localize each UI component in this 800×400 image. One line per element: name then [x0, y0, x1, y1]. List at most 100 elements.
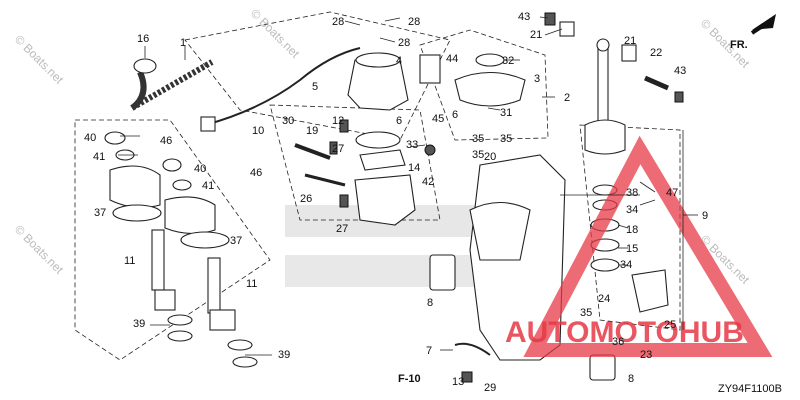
group-outline-upper	[184, 11, 451, 141]
callout-11: 11	[246, 278, 257, 290]
motor-top	[355, 52, 401, 68]
callout-11: 11	[124, 255, 135, 267]
callout-9: 9	[702, 210, 708, 222]
callout-10: 10	[252, 125, 264, 137]
callout-23: 23	[640, 349, 652, 361]
ground-wire-7	[454, 342, 491, 356]
brand-triangle	[523, 135, 773, 357]
callout-2: 2	[564, 92, 570, 104]
callout-6: 6	[452, 109, 458, 121]
callout-41: 41	[93, 151, 105, 163]
callout-6: 6	[396, 115, 402, 127]
screws	[294, 119, 436, 208]
callout-15: 15	[626, 243, 638, 255]
callout-47: 47	[666, 187, 678, 199]
callout-43: 43	[518, 11, 530, 23]
callout-35: 35	[580, 307, 592, 319]
callout-3: 3	[534, 73, 540, 85]
ref-label: F-10	[398, 373, 421, 385]
callout-34: 34	[626, 204, 638, 216]
callout-18: 18	[626, 224, 638, 236]
callout-12: 12	[332, 115, 344, 127]
pump-gear-44	[419, 54, 441, 84]
leader-lines	[118, 16, 698, 356]
callout-35: 35	[472, 133, 484, 145]
callout-37: 37	[94, 207, 106, 219]
hose-clamp-16	[133, 58, 157, 74]
callout-39: 39	[278, 349, 290, 361]
nut-43	[674, 91, 684, 103]
group-outline-pump	[419, 29, 549, 141]
o-ring-32	[475, 53, 505, 67]
callout-13: 13	[452, 376, 464, 388]
fr-arrow-icon	[752, 14, 776, 30]
cylinder-set-right	[162, 158, 258, 368]
callout-14: 14	[408, 162, 420, 174]
cylinder-set-left	[104, 131, 193, 342]
o-ring-33	[355, 131, 401, 149]
callout-19: 19	[306, 125, 318, 137]
callout-29: 29	[484, 382, 496, 394]
watermark-text: © Boats.net	[248, 6, 303, 61]
pump-body-3	[454, 72, 526, 107]
callout-41: 41	[202, 180, 214, 192]
callout-21: 21	[624, 35, 636, 47]
callout-38: 38	[626, 187, 638, 199]
callout-8: 8	[427, 297, 433, 309]
valve-body-14	[354, 174, 416, 226]
bolt-13	[461, 371, 473, 383]
callout-20: 20	[484, 151, 496, 163]
callout-1: 1	[180, 37, 186, 49]
watermark-text: © Boats.net	[12, 32, 67, 87]
callout-7: 7	[426, 345, 432, 357]
filter-8-lower	[589, 354, 616, 381]
callout-33: 33	[406, 139, 418, 151]
pin-22	[644, 75, 669, 91]
callout-36: 36	[612, 336, 624, 348]
connector-5	[200, 116, 216, 132]
brand-text: AUTOMOTOHUB	[505, 316, 744, 349]
callout-46: 46	[250, 167, 262, 179]
callout-30: 30	[282, 115, 294, 127]
group-outline-right	[579, 124, 681, 331]
anode-23	[631, 269, 669, 313]
hose-1	[130, 70, 147, 111]
callout-21: 21	[530, 29, 542, 41]
fr-arrow-shaft	[750, 19, 772, 35]
callout-27: 27	[332, 143, 344, 155]
callout-45: 45	[432, 113, 444, 125]
callout-32: 32	[502, 55, 514, 67]
callout-27: 27	[336, 223, 348, 235]
valve-plate	[359, 149, 406, 171]
callout-24: 24	[598, 293, 610, 305]
callout-37: 37	[230, 235, 242, 247]
watermark-text: © Boats.net	[12, 222, 67, 277]
callout-26: 26	[300, 193, 312, 205]
nut-43-top	[544, 12, 556, 26]
callout-42: 42	[422, 176, 434, 188]
bushing-21	[621, 44, 637, 62]
callout-22: 22	[650, 47, 662, 59]
callout-40: 40	[194, 163, 206, 175]
callout-46: 46	[160, 135, 172, 147]
callout-43: 43	[674, 65, 686, 77]
group-outline-left	[74, 119, 271, 361]
callout-31: 31	[500, 107, 512, 119]
hose-coil	[130, 59, 214, 111]
diagram-code: ZY94F1100B	[718, 383, 782, 395]
callout-44: 44	[446, 53, 458, 65]
callout-8: 8	[628, 373, 634, 385]
callout-39: 39	[133, 318, 145, 330]
ram-piston	[584, 119, 626, 155]
callout-35: 35	[500, 133, 512, 145]
callout-25: 25	[664, 319, 676, 331]
callout-34: 34	[620, 259, 632, 271]
callout-4: 4	[396, 55, 402, 67]
callout-5: 5	[312, 81, 318, 93]
callout-16: 16	[137, 33, 149, 45]
bushing-21-top	[559, 21, 575, 37]
callout-35: 35	[472, 149, 484, 161]
